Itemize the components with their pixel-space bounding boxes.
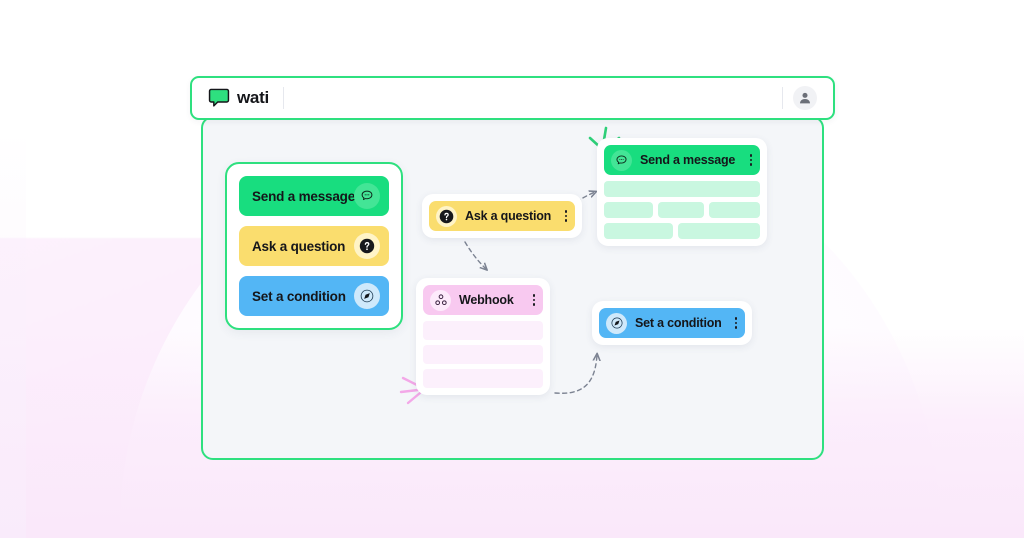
node-header[interactable]: Set a condition	[599, 308, 745, 338]
flow-node-ask-a-question[interactable]: Ask a question	[422, 194, 582, 238]
node-title: Webhook	[459, 293, 514, 307]
node-title: Ask a question	[465, 209, 552, 223]
palette-item-label: Send a message	[252, 188, 356, 204]
user-avatar-icon	[800, 92, 810, 104]
palette-item-send-a-message[interactable]: Send a message	[239, 176, 389, 216]
palette-item-ask-a-question[interactable]: Ask a question	[239, 226, 389, 266]
action-palette: Send a message Ask a question	[225, 162, 403, 330]
question-mark-icon	[436, 205, 457, 227]
node-header[interactable]: Webhook	[423, 285, 543, 315]
flow-node-set-a-condition[interactable]: Set a condition	[592, 301, 752, 345]
brand[interactable]: wati	[192, 88, 269, 108]
palette-item-label: Set a condition	[252, 288, 346, 304]
node-header[interactable]: Ask a question	[429, 201, 575, 231]
node-header[interactable]: Send a message	[604, 145, 760, 175]
speech-bubble-logo-icon	[208, 88, 230, 107]
node-body-placeholder	[423, 315, 543, 388]
webhook-icon	[430, 289, 451, 311]
node-body-placeholder	[604, 175, 760, 239]
titlebar-divider	[282, 87, 284, 109]
more-vertical-icon[interactable]	[529, 294, 535, 306]
chat-bubble-icon	[611, 149, 632, 171]
more-vertical-icon[interactable]	[746, 154, 752, 166]
brand-name: wati	[237, 88, 269, 107]
background-left-stripe	[0, 130, 26, 538]
placeholder-bar	[677, 223, 760, 239]
placeholder-bar	[423, 321, 543, 340]
flow-canvas[interactable]: Send a message Ask a question	[201, 116, 824, 460]
chat-bubble-icon	[354, 183, 380, 209]
palette-item-label: Ask a question	[252, 238, 346, 254]
flow-node-webhook[interactable]: Webhook	[416, 278, 550, 395]
placeholder-bar	[604, 202, 653, 218]
placeholder-bar	[604, 181, 760, 197]
connector-ask-to-webhook	[464, 241, 486, 269]
app-window: Send a message Ask a question	[190, 76, 835, 460]
question-mark-icon	[354, 233, 380, 259]
palette-item-set-a-condition[interactable]: Set a condition	[239, 276, 389, 316]
user-avatar[interactable]	[793, 86, 817, 110]
more-vertical-icon[interactable]	[731, 317, 737, 329]
placeholder-bar	[604, 223, 673, 239]
app-titlebar: wati	[190, 76, 835, 120]
more-vertical-icon[interactable]	[561, 210, 567, 222]
compass-icon	[354, 283, 380, 309]
placeholder-bar	[423, 345, 543, 364]
placeholder-bar	[657, 202, 705, 218]
placeholder-bar	[423, 369, 543, 388]
flow-node-send-a-message[interactable]: Send a message	[597, 138, 767, 246]
node-title: Set a condition	[635, 316, 722, 330]
node-title: Send a message	[640, 153, 736, 167]
connector-webhook-to-condition	[554, 355, 597, 394]
compass-icon	[606, 312, 627, 334]
placeholder-bar	[709, 202, 760, 218]
titlebar-divider-right	[782, 87, 783, 109]
